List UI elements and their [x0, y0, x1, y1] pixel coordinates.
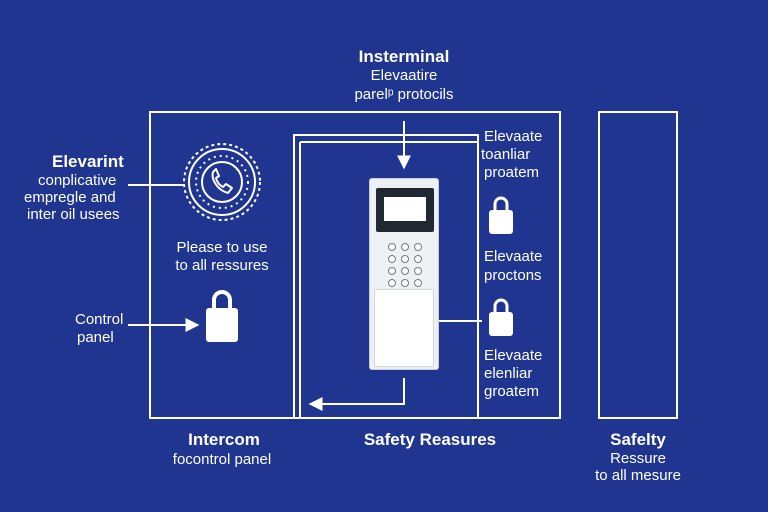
safety2-line-1: Ressure	[610, 450, 666, 467]
intercom-title: Intercom	[188, 430, 260, 449]
device-lower-panel	[374, 289, 434, 367]
padlock-icon	[489, 298, 513, 336]
keypad-key[interactable]	[414, 255, 422, 263]
left-line-2: empregle and	[24, 189, 116, 206]
padlock-icon	[206, 290, 238, 342]
intercom-device	[369, 178, 439, 370]
safety-title: Safety Reasures	[363, 430, 497, 449]
keypad-key[interactable]	[388, 255, 396, 263]
right-label-3-line-2: elenliar	[484, 365, 533, 382]
right-label-1-line-2: toanliar	[481, 146, 531, 163]
right-label-2-line-1: Elevaate	[484, 248, 543, 265]
keypad-key[interactable]	[414, 243, 422, 251]
padlock-icon	[489, 196, 513, 234]
keypad-key[interactable]	[401, 255, 409, 263]
control-line-2: panel	[77, 329, 114, 346]
device-keypad	[388, 243, 422, 287]
right-frame	[598, 111, 678, 419]
right-label-1-line-3: proatem	[484, 164, 540, 181]
keypad-key[interactable]	[414, 279, 422, 287]
safety2-title: Safelty	[610, 430, 666, 449]
keypad-key[interactable]	[401, 243, 409, 251]
middle-line-2: to all ressures	[175, 257, 269, 274]
right-label-1-line-1: Elevaate	[484, 128, 543, 145]
keypad-key[interactable]	[401, 279, 409, 287]
right-label-2-line-2: proctons	[484, 267, 542, 284]
keypad-key[interactable]	[401, 267, 409, 275]
safety2-line-2: to all mesure	[595, 467, 681, 484]
top-line-2: parelᵖ protocils	[354, 86, 454, 103]
keypad-key[interactable]	[388, 243, 396, 251]
middle-line-1: Please to use	[176, 239, 268, 256]
left-line-3: inter oil usees	[27, 206, 120, 223]
device-display	[384, 197, 426, 221]
keypad-key[interactable]	[414, 267, 422, 275]
left-title: Elevarint	[52, 152, 124, 171]
top-title: Insterminal	[358, 47, 450, 66]
right-label-3-line-1: Elevaate	[484, 347, 543, 364]
control-line-1: Control	[75, 311, 124, 328]
keypad-key[interactable]	[388, 267, 396, 275]
phone-badge-icon	[183, 143, 261, 221]
top-line-1: Elevaatire	[370, 67, 438, 84]
arrow-bottom-return	[308, 378, 405, 411]
device-screen	[376, 188, 434, 232]
intercom-subtitle: focontrol panel	[172, 451, 272, 468]
inner-frame	[293, 134, 479, 419]
left-line-1: conplicative	[38, 172, 117, 189]
keypad-key[interactable]	[388, 279, 396, 287]
right-label-3-line-3: groatem	[484, 383, 540, 400]
